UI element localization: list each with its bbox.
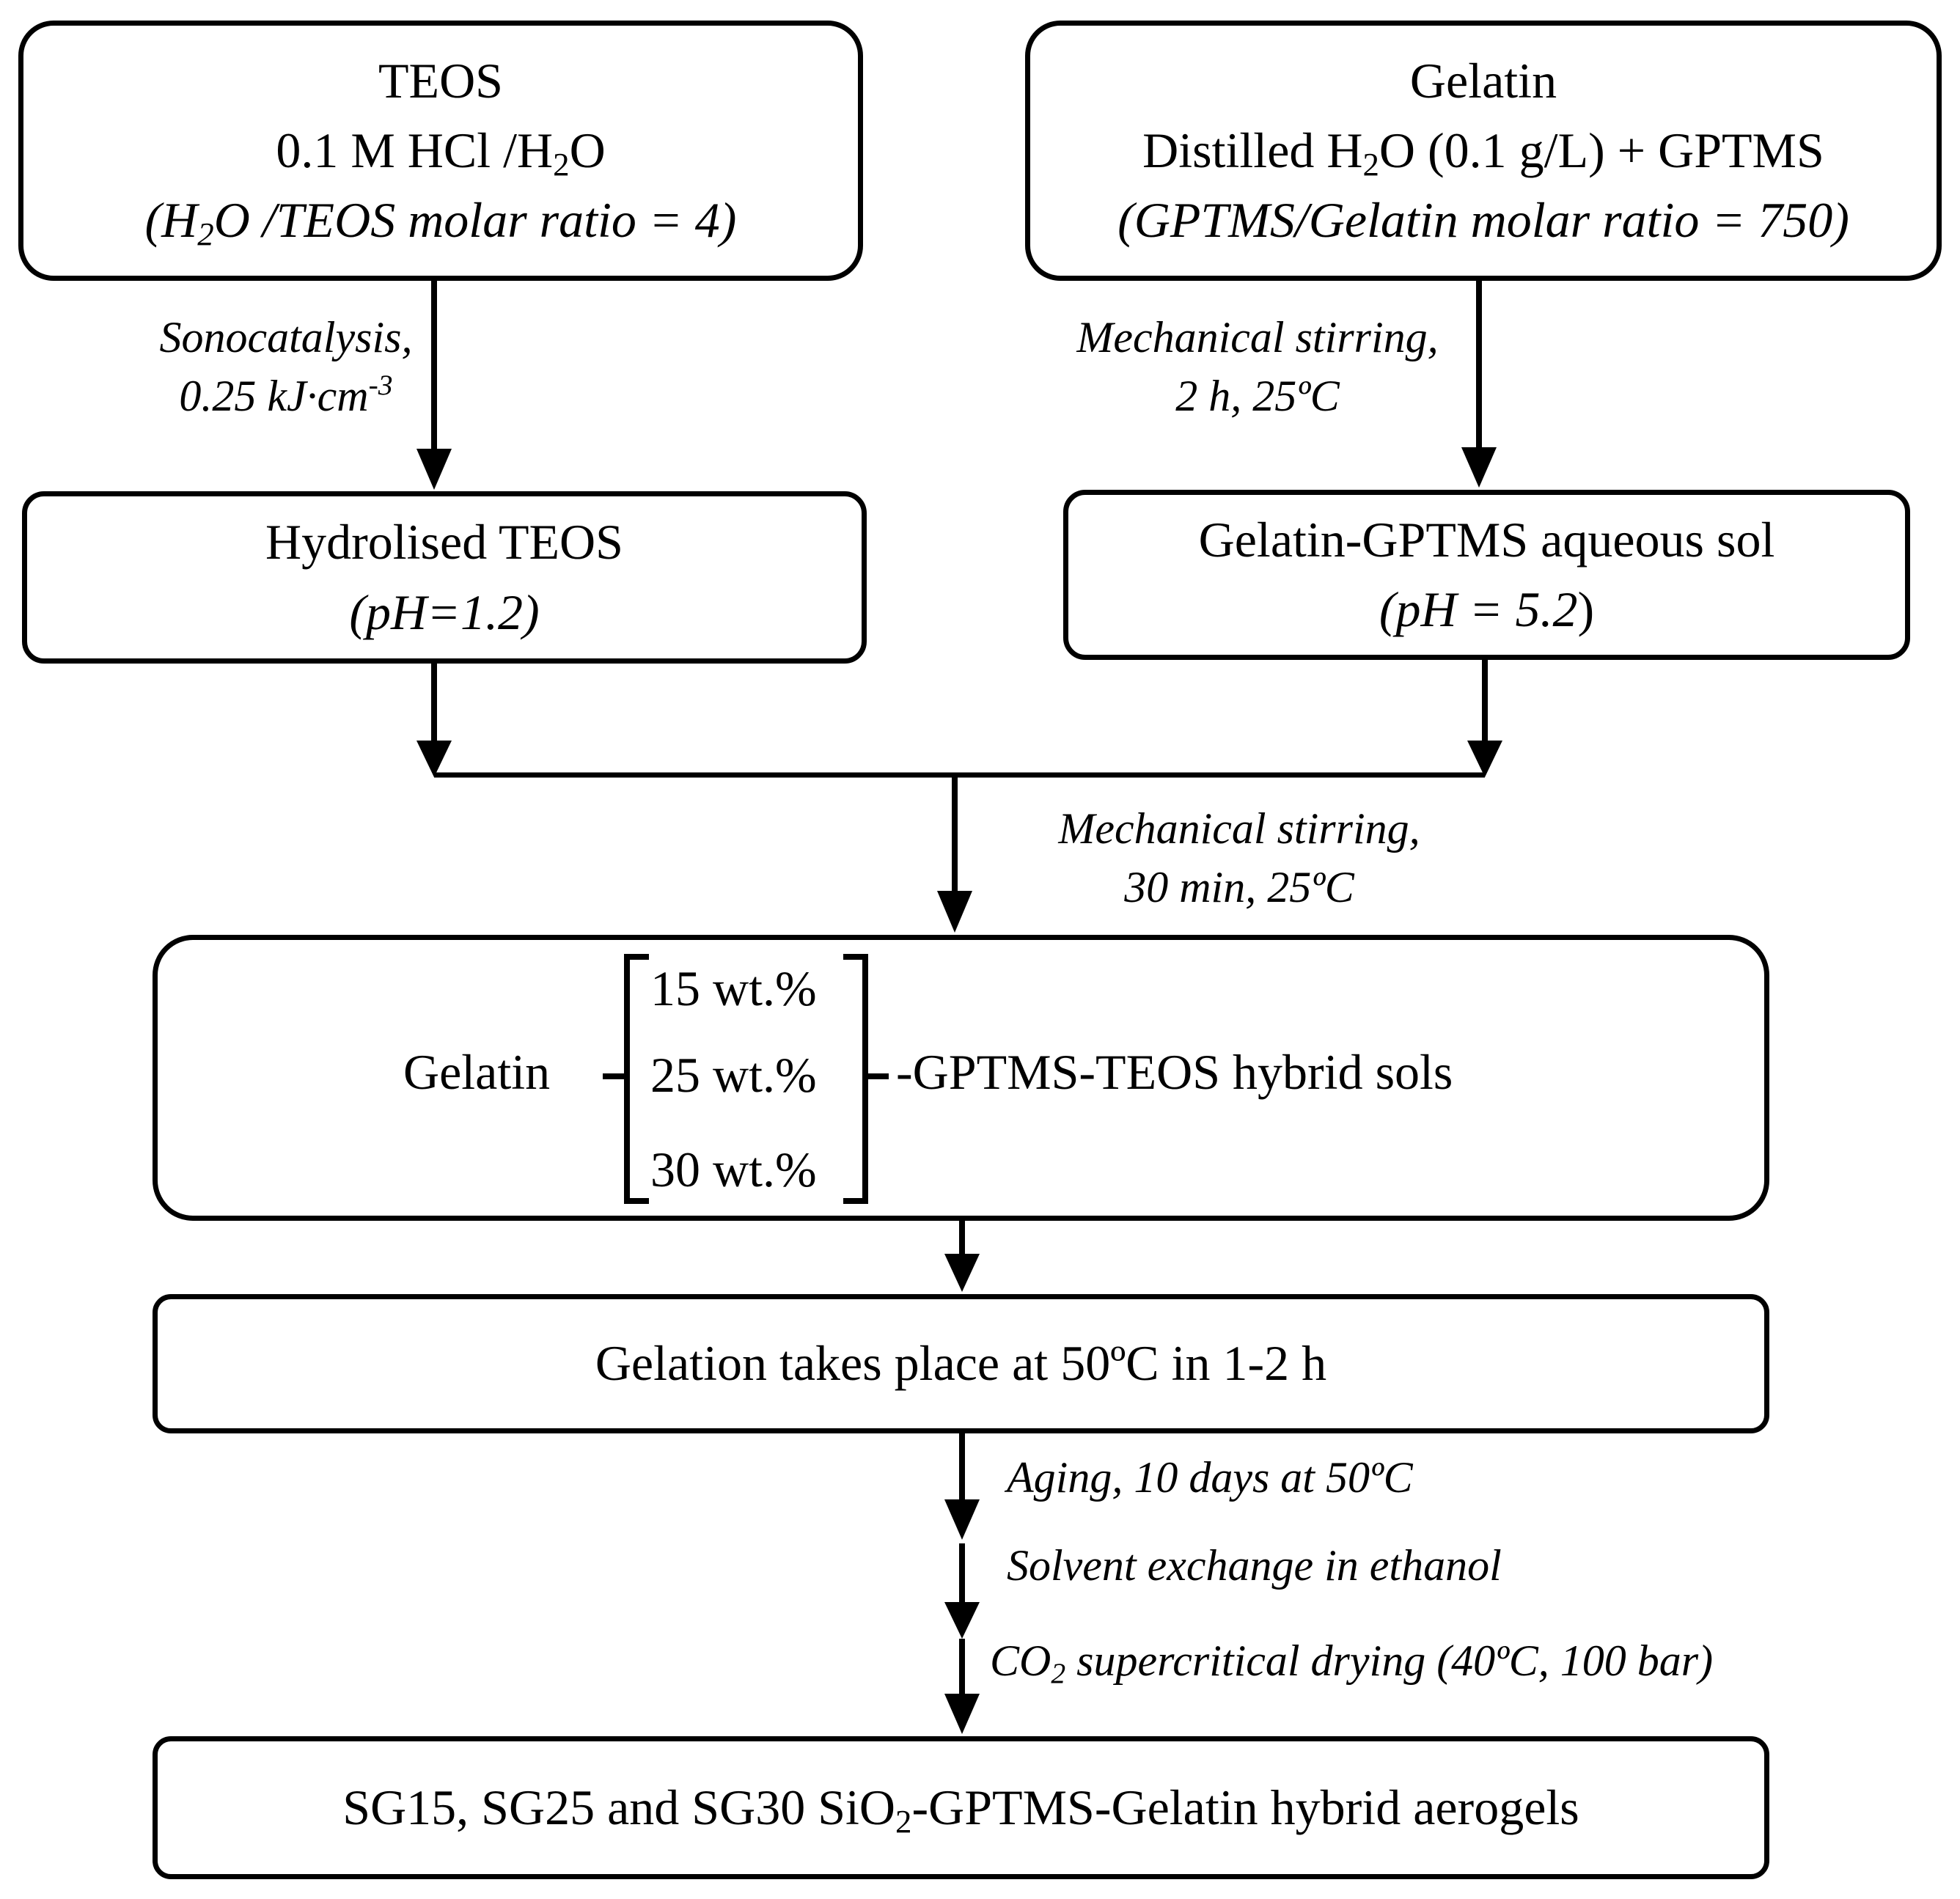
hydrolised-ph: (pH=1.2): [349, 584, 540, 640]
gelatin-sol-ph: (pH = 5.2): [1379, 581, 1595, 637]
hybrid-sols-box: [153, 935, 1769, 1221]
arrowhead: [944, 1694, 980, 1734]
sonocatalysis-label: Sonocatalysis, 0.25 kJ·cm-3: [159, 313, 413, 420]
gelatin-ratio-line: (GPTMS/Gelatin molar ratio = 750): [1117, 192, 1849, 249]
hydrolised-teos-box: Hydrolised TEOS (pH=1.2): [22, 491, 867, 664]
co2-drying-label: CO2 supercritical drying (40ºC, 100 bar): [990, 1637, 1714, 1689]
wt-option-25: 25 wt.%: [650, 1047, 817, 1103]
gelatin-sol-title: Gelatin-GPTMS aqueous sol: [1198, 511, 1775, 568]
arrowhead: [1467, 741, 1502, 777]
final-aerogels-box: SG15, SG25 and SG30 SiO2-GPTMS-Gelatin h…: [153, 1736, 1769, 1879]
teos-acid-line: 0.1 M HCl /H2O: [276, 122, 606, 183]
mechanical-stirring-2h-label: Mechanical stirring, 2 h, 25ºC: [1076, 313, 1439, 420]
gelation-box: Gelation takes place at 50ºC in 1-2 h: [153, 1294, 1769, 1433]
aging-label: Aging, 10 days at 50ºC: [1007, 1453, 1413, 1502]
arrowhead: [416, 741, 452, 777]
gelation-text: Gelation takes place at 50ºC in 1-2 h: [595, 1335, 1327, 1392]
arrowhead: [1461, 447, 1497, 488]
gelatin-title: Gelatin: [1409, 52, 1557, 109]
teos-ratio-line: (H2O /TEOS molar ratio = 4): [144, 192, 737, 253]
teos-box: TEOS 0.1 M HCl /H2O (H2O /TEOS molar rat…: [18, 21, 863, 281]
arrowhead: [416, 449, 452, 490]
mechanical-stirring-30min-label: Mechanical stirring, 30 min, 25ºC: [1058, 804, 1420, 911]
arrowhead: [944, 1499, 980, 1540]
hydrolised-title: Hydrolised TEOS: [265, 514, 623, 570]
gelatin-water-line: Distilled H2O (0.1 g/L) + GPTMS: [1142, 122, 1824, 183]
gelatin-box: Gelatin Distilled H2O (0.1 g/L) + GPTMS …: [1025, 21, 1942, 281]
wt-option-30: 30 wt.%: [650, 1142, 817, 1197]
solvent-exchange-label: Solvent exchange in ethanol: [1007, 1541, 1502, 1590]
final-text: SG15, SG25 and SG30 SiO2-GPTMS-Gelatin h…: [342, 1779, 1579, 1840]
arrowhead: [944, 1602, 980, 1639]
hybrid-prefix: Gelatin: [403, 1044, 551, 1100]
gelatin-gptms-sol-box: Gelatin-GPTMS aqueous sol (pH = 5.2): [1063, 490, 1910, 660]
hybrid-suffix: -GPTMS-TEOS hybrid sols: [896, 1044, 1453, 1100]
teos-title: TEOS: [378, 52, 503, 109]
wt-option-15: 15 wt.%: [650, 960, 817, 1016]
arrowhead: [937, 891, 972, 933]
arrowhead: [944, 1254, 980, 1292]
